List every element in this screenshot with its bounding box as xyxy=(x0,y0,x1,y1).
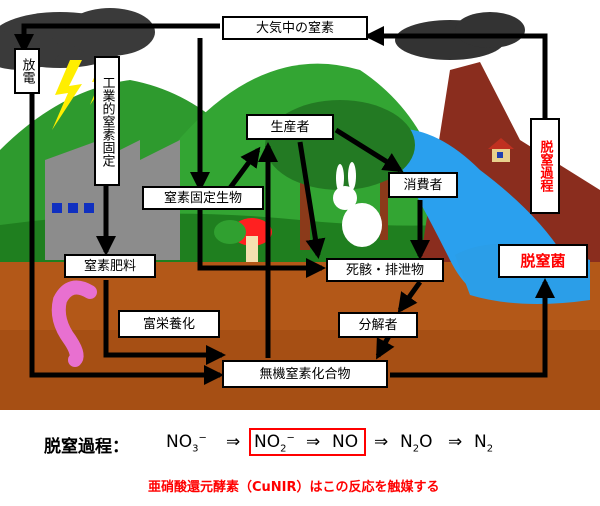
atmospheric-nitrogen-box: 大気中の窒素 xyxy=(222,16,368,40)
cycle-arrows xyxy=(14,23,555,385)
rabbit xyxy=(342,203,382,247)
nitric-oxide-formula: NO xyxy=(332,432,359,452)
industrial-fixation-box: 工業的窒素固定 xyxy=(94,56,120,186)
consumer-box: 消費者 xyxy=(388,172,458,198)
house-roof xyxy=(488,138,514,149)
arrow-2: ⇒ xyxy=(306,432,321,452)
house-window xyxy=(497,152,503,158)
arrow-3: ⇒ xyxy=(374,432,389,452)
enzyme-footnote: 亜硝酸還元酵素（CuNIR）はこの反応を触媒する xyxy=(148,480,440,495)
equation-title: 脱窒過程： xyxy=(44,437,129,457)
arrow-4: ⇒ xyxy=(448,432,463,452)
tree-trunk xyxy=(300,160,310,250)
denitrification-equation: 脱窒過程： NO3− ⇒ NO2− ⇒ NO ⇒ N2O ⇒ N2 xyxy=(44,428,584,458)
nitrite-formula: NO2− xyxy=(254,432,295,455)
denitrifying-bacteria-box: 脱窒菌 xyxy=(498,244,588,278)
earthworm xyxy=(51,280,97,367)
nitrogen-cycle-illustration xyxy=(0,8,600,410)
factory xyxy=(45,140,180,260)
nitrogen-fixer-box: 窒素固定生物 xyxy=(142,186,264,210)
nitrous-oxide-formula: N2O xyxy=(400,432,433,455)
producer-box: 生産者 xyxy=(246,114,334,140)
arrow-1: ⇒ xyxy=(226,432,241,452)
fertilizer-box: 窒素肥料 xyxy=(64,254,156,278)
denitrification-process-box: 脱窒過程 xyxy=(530,118,560,214)
lightning-box: 放電 xyxy=(14,48,40,94)
decomposer-box: 分解者 xyxy=(338,312,418,338)
lightning-bolt xyxy=(52,60,82,130)
eutrophication-box: 富栄養化 xyxy=(118,310,220,338)
inorganic-nitrogen-box: 無機窒素化合物 xyxy=(222,360,388,388)
dead-matter-box: 死骸・排泄物 xyxy=(326,258,444,282)
nitrogen-formula: N2 xyxy=(474,432,494,455)
highlighted-reaction-box xyxy=(249,428,366,456)
nitrate-formula: NO3− xyxy=(166,432,207,455)
